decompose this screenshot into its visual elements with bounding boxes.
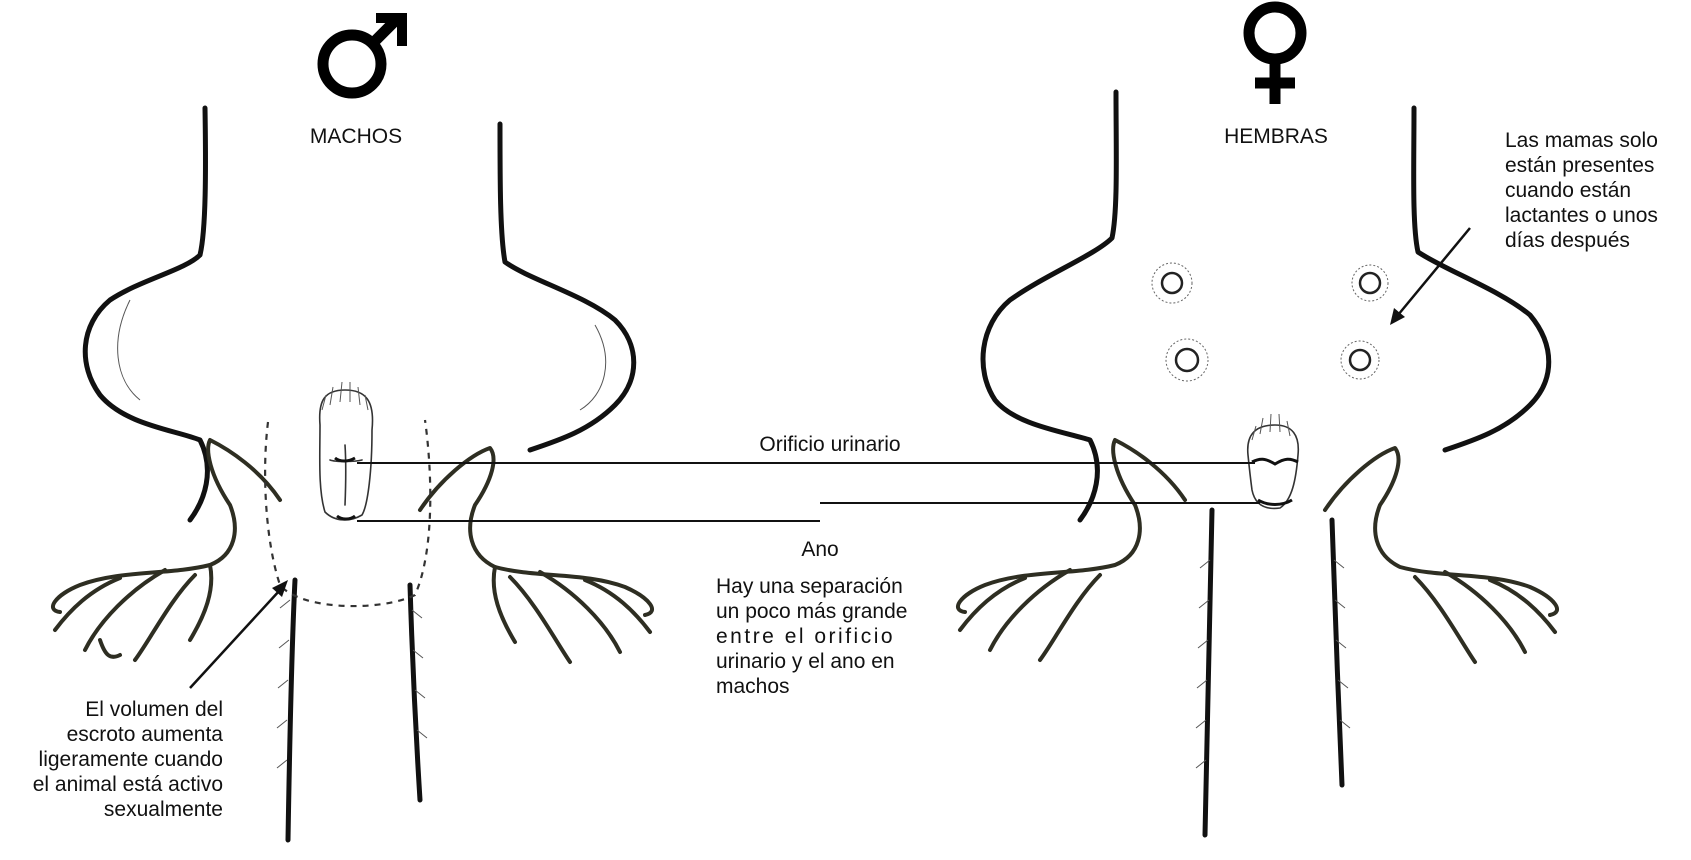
mammary-note-line: lactantes o unos (1505, 203, 1658, 228)
scrotum-note-line: escroto aumenta (0, 722, 223, 747)
female-title: HEMBRAS (1224, 124, 1328, 149)
mammary-note-line: están presentes (1505, 153, 1658, 178)
scrotum-note-line: ligeramente cuando (0, 747, 223, 772)
male-symbol-icon (323, 18, 402, 93)
anus-label: Ano (801, 537, 838, 562)
mammary-arrow (1390, 228, 1470, 325)
urinary-orifice-label: Orificio urinario (759, 432, 900, 457)
scrotum-note: El volumen del escroto aumenta ligeramen… (0, 697, 223, 822)
separation-note-line: un poco más grande (716, 599, 907, 624)
scrotum-note-line: El volumen del (0, 697, 223, 722)
mammary-note-line: Las mamas solo (1505, 128, 1658, 153)
scrotum-note-line: el animal está activo (0, 772, 223, 797)
separation-note-line: Hay una separación (716, 574, 907, 599)
nipple-marks (1152, 263, 1388, 381)
female-symbol-icon (1249, 7, 1301, 104)
separation-note-line: entre el orificio (716, 624, 907, 649)
mammary-note: Las mamas solo están presentes cuando es… (1505, 128, 1658, 253)
mammary-note-line: cuando están (1505, 178, 1658, 203)
male-title: MACHOS (310, 124, 402, 149)
separation-note-line: machos (716, 674, 907, 699)
separation-note-line: urinario y el ano en (716, 649, 907, 674)
mammary-note-line: días después (1505, 228, 1658, 253)
scrotum-note-line: sexualmente (0, 797, 223, 822)
separation-note: Hay una separación un poco más grande en… (716, 574, 907, 699)
scrotum-arrow (190, 580, 288, 688)
